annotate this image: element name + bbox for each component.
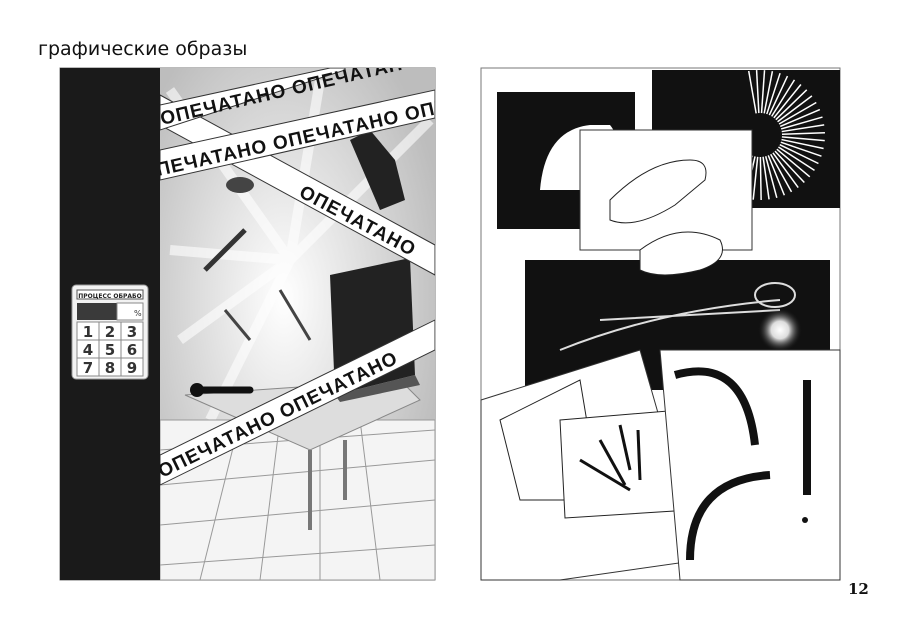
matches xyxy=(579,424,642,492)
sunburst-ray xyxy=(770,153,793,193)
keypad-key-label: 1 xyxy=(83,323,93,341)
sunburst-ray xyxy=(767,155,786,196)
sunburst-ray xyxy=(774,150,805,184)
page-title: графические образы xyxy=(38,38,248,60)
sunburst-ray xyxy=(766,72,781,115)
keypad-unit: % xyxy=(134,309,142,318)
sunburst-ray xyxy=(771,79,796,117)
keypad-key-label: 8 xyxy=(105,359,115,377)
sunburst-ray xyxy=(781,124,825,133)
sunburst-ray xyxy=(776,148,811,178)
sunburst-ray xyxy=(780,141,822,157)
hook-icon xyxy=(686,471,771,561)
sunburst-ray xyxy=(764,156,778,198)
scissors-icon xyxy=(203,228,247,272)
page-number: 12 xyxy=(848,580,869,598)
sunburst-ray xyxy=(763,71,774,114)
keypad-label: ПРОЦЕСС ОБРАБО xyxy=(78,293,141,300)
sunburst-ray xyxy=(779,108,821,128)
sunburst-ray xyxy=(777,95,813,123)
sunburst-ray xyxy=(752,156,759,200)
sunburst-ray xyxy=(762,156,770,200)
sunburst-ray xyxy=(768,75,789,116)
sunburst-ray xyxy=(755,70,760,114)
sunburst-ray xyxy=(781,136,825,142)
hook-icon xyxy=(673,367,759,446)
sunburst-ray xyxy=(775,89,808,121)
scissors-icon xyxy=(559,299,781,351)
sunburst-ray xyxy=(759,156,762,201)
right-illustration xyxy=(480,67,841,581)
sunburst-ray xyxy=(781,131,825,135)
keypad-key-label: 3 xyxy=(127,323,137,341)
keypad-key xyxy=(120,357,144,377)
keypad-key-label: 7 xyxy=(83,359,93,377)
keypad-key-label: 2 xyxy=(105,323,115,341)
keypad-key-label: 5 xyxy=(105,341,115,359)
left-illustration: ОПЕЧАТАНО ОПЕЧАТАНО ОПЕЧАТАНО ПЕЧАТАНО О… xyxy=(59,67,436,581)
glove-icon xyxy=(609,159,707,224)
sunburst-ray xyxy=(760,70,766,114)
keypad-key-label: 9 xyxy=(127,359,137,377)
sunburst-ray xyxy=(773,84,802,119)
glove-icon xyxy=(350,130,405,210)
sunburst-ray xyxy=(747,70,757,114)
sunburst-ray xyxy=(780,116,823,130)
keypad-key-label: 4 xyxy=(83,341,93,359)
glove-icon xyxy=(639,231,723,276)
sunburst-ray xyxy=(779,143,819,165)
sunburst-ray xyxy=(772,152,799,189)
sunburst-ray xyxy=(781,138,824,150)
sunburst-ray xyxy=(778,146,815,172)
sunburst-ray xyxy=(778,101,817,125)
keypad-key-label: 6 xyxy=(127,341,137,359)
